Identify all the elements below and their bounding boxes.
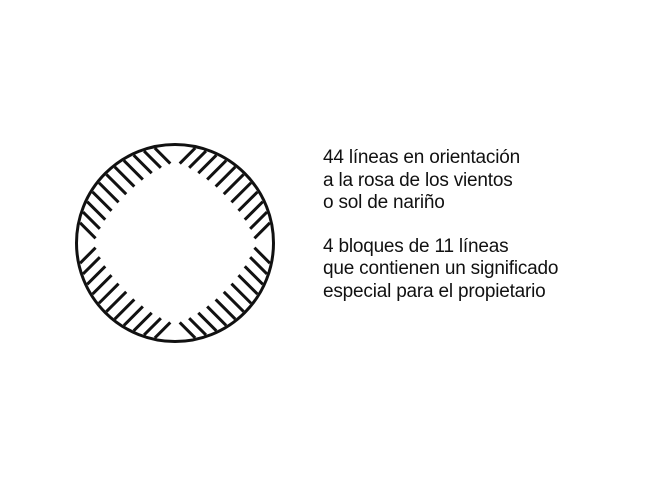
radial-line (230, 181, 253, 204)
outer-circle (75, 143, 275, 343)
radial-line (243, 265, 264, 286)
radial-line (206, 305, 228, 327)
radial-line (249, 256, 268, 276)
caption-line: 44 líneas en orientación (323, 147, 520, 168)
caption-line: que contienen un significado (323, 258, 559, 279)
radial-line (82, 210, 101, 230)
radial-line (237, 190, 259, 212)
radial-line (113, 298, 136, 321)
caption-line: especial para el propietario (323, 280, 546, 302)
caption-line: 4 bloques de 11 líneas (323, 235, 509, 257)
radial-line (79, 221, 97, 240)
radial-line (86, 200, 107, 221)
radial-line (222, 290, 245, 313)
radial-line (86, 265, 107, 286)
radial-line (222, 173, 245, 196)
radial-line (153, 321, 172, 339)
radial-line (243, 200, 264, 221)
radial-line (132, 154, 153, 175)
radial-line (113, 165, 136, 188)
caption-line: a la rosa de los vientos (323, 169, 513, 191)
radial-line (253, 221, 271, 240)
radial-line (105, 290, 128, 313)
caption-line: o sol de nariño (323, 192, 445, 213)
radial-line (122, 159, 144, 181)
radial-line (197, 311, 218, 332)
radial-line (237, 274, 259, 296)
caption: 44 líneas en orientación a la rosa de lo… (323, 147, 653, 303)
radial-line (91, 190, 113, 212)
radial-line (142, 150, 162, 169)
radial-line (206, 159, 228, 181)
caption-paragraph-blocks: 4 bloques de 11 líneas que contienen un … (323, 236, 653, 304)
radial-line (79, 246, 97, 265)
radial-line (230, 282, 253, 305)
radial-line (178, 147, 197, 165)
radial-line (132, 311, 153, 332)
radial-line (105, 173, 128, 196)
radial-line (249, 210, 268, 230)
radial-line (153, 147, 172, 165)
radial-line-group (79, 147, 271, 339)
radial-line (197, 154, 218, 175)
radial-line (188, 317, 208, 336)
radial-line (122, 305, 144, 327)
caption-paragraph-lines: 44 líneas en orientación a la rosa de lo… (323, 147, 653, 215)
radial-line (253, 246, 271, 265)
radial-line (178, 321, 197, 339)
radial-line (214, 165, 237, 188)
radial-line (142, 317, 162, 336)
radial-line (82, 256, 101, 276)
radial-line (97, 181, 120, 204)
radial-line (188, 150, 208, 169)
radial-line (97, 282, 120, 305)
radial-line (214, 298, 237, 321)
radial-line (91, 274, 113, 296)
